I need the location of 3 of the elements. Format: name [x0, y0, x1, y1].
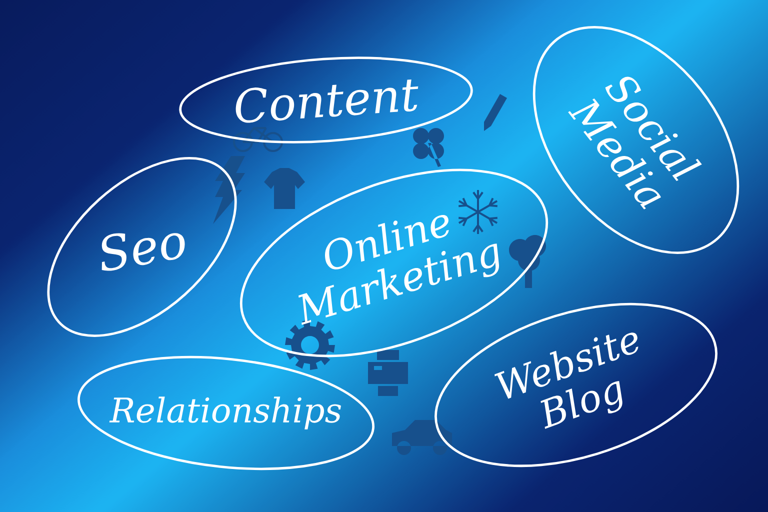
ellipse-bubble: Seo	[47, 157, 237, 337]
ellipse-bubble: Relationships	[78, 356, 374, 470]
ellipse-bubble: Content	[179, 56, 473, 144]
